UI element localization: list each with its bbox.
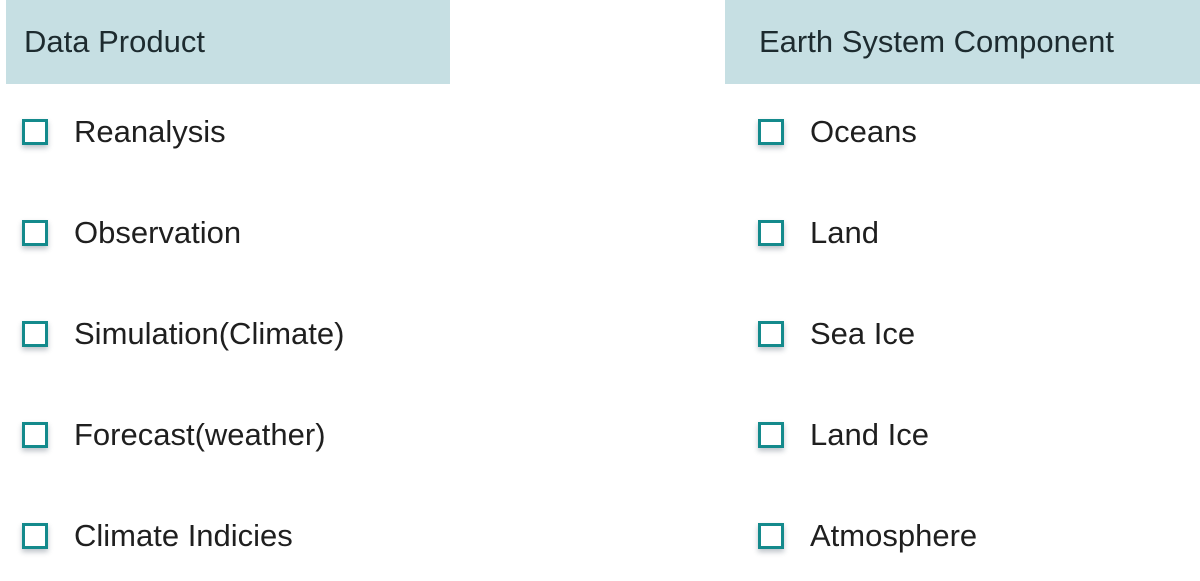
option-label: Atmosphere bbox=[810, 518, 978, 553]
option-label: Sea Ice bbox=[810, 316, 916, 351]
option-observation[interactable]: Observation bbox=[22, 216, 241, 250]
checkbox[interactable] bbox=[758, 321, 784, 347]
data-product-panel: Data Product Reanalysis Observation Simu… bbox=[6, 0, 450, 553]
option-oceans[interactable]: Oceans bbox=[758, 115, 917, 149]
option-sea-ice[interactable]: Sea Ice bbox=[758, 317, 915, 351]
option-label: Land bbox=[810, 215, 879, 250]
option-forecast-weather[interactable]: Forecast(weather) bbox=[22, 418, 326, 452]
checkbox[interactable] bbox=[22, 321, 48, 347]
checkbox[interactable] bbox=[758, 220, 784, 246]
option-label: Observation bbox=[74, 215, 242, 250]
data-product-header: Data Product bbox=[6, 0, 450, 84]
option-label: Simulation(Climate) bbox=[74, 316, 345, 351]
checkbox[interactable] bbox=[758, 119, 784, 145]
option-simulation-climate[interactable]: Simulation(Climate) bbox=[22, 317, 344, 351]
earth-system-component-panel: Earth System Component Oceans Land Sea I… bbox=[725, 0, 1200, 553]
option-reanalysis[interactable]: Reanalysis bbox=[22, 115, 226, 149]
option-label: Climate Indicies bbox=[74, 518, 293, 553]
option-label: Land Ice bbox=[810, 417, 929, 452]
checkbox[interactable] bbox=[22, 220, 48, 246]
earth-system-component-header: Earth System Component bbox=[725, 0, 1200, 84]
checkbox[interactable] bbox=[758, 422, 784, 448]
checkbox[interactable] bbox=[758, 523, 784, 549]
option-climate-indicies[interactable]: Climate Indicies bbox=[22, 519, 293, 553]
checkbox[interactable] bbox=[22, 523, 48, 549]
option-label: Forecast(weather) bbox=[74, 417, 326, 452]
checkbox[interactable] bbox=[22, 119, 48, 145]
option-land[interactable]: Land bbox=[758, 216, 879, 250]
option-atmosphere[interactable]: Atmosphere bbox=[758, 519, 977, 553]
option-label: Reanalysis bbox=[74, 114, 226, 149]
option-land-ice[interactable]: Land Ice bbox=[758, 418, 929, 452]
checkbox[interactable] bbox=[22, 422, 48, 448]
option-label: Oceans bbox=[810, 114, 917, 149]
